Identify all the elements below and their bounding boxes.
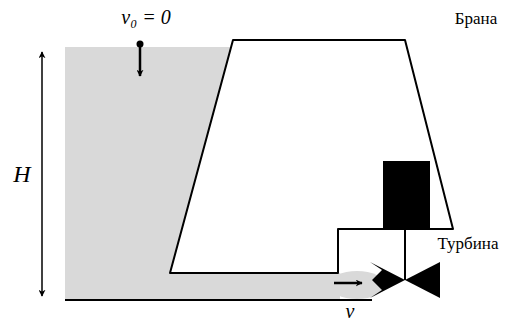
- turbine-blade: [405, 262, 440, 298]
- generator: [383, 161, 430, 229]
- flow-arrow: [334, 282, 362, 285]
- turbine-blade: [370, 262, 405, 298]
- surface-arrow: [139, 46, 142, 76]
- height-label: H: [13, 162, 30, 186]
- velocity-label: v₀ = 0: [121, 7, 170, 27]
- water-jet: [329, 271, 385, 299]
- dam-body: [170, 40, 453, 273]
- turbine-shaft: [404, 229, 406, 280]
- velocity-label: v: [346, 301, 355, 321]
- height-arrow: [41, 52, 43, 296]
- dam-label: Брана: [455, 10, 497, 27]
- ground-line: [65, 299, 372, 301]
- turbine-label: Турбина: [438, 235, 499, 252]
